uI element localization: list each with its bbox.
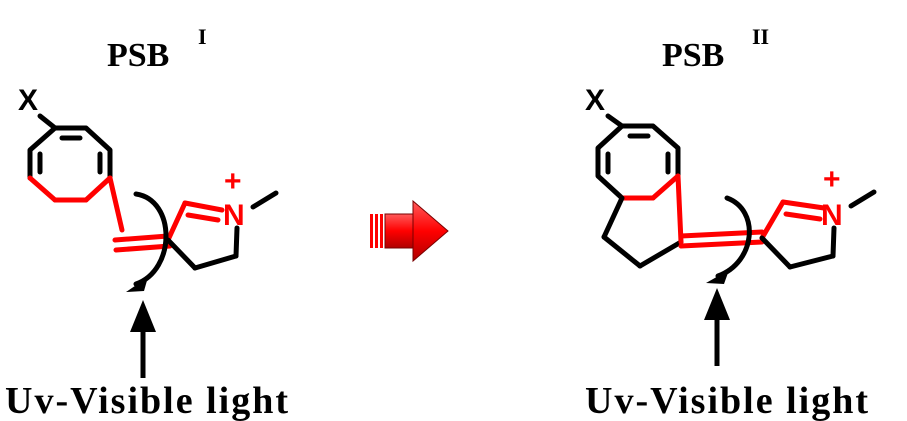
light-caption: Uv-Visible light: [585, 380, 870, 421]
conjugated-bridge: [107, 175, 173, 253]
substituent-bond: [605, 113, 625, 129]
indane-five-ring: [601, 173, 684, 269]
positive-charge: +: [823, 163, 841, 196]
light-arrow-head: [130, 300, 156, 332]
positive-charge: +: [224, 165, 242, 198]
rotation-arrow-head: [706, 270, 729, 284]
transform-arrow: [370, 199, 449, 263]
rotation-arrow: [133, 191, 169, 287]
benzene-ring: [595, 123, 681, 201]
light-arrow-head: [704, 288, 730, 320]
molecule-title: PSB: [107, 37, 169, 74]
molecule-superscript: I: [198, 24, 207, 49]
nitrogen-label: N: [223, 199, 245, 232]
molecule-psb-1: PSB I X N +: [5, 24, 290, 421]
rotation-arrow: [715, 195, 752, 279]
substituent-bond: [37, 113, 58, 131]
rotation-arrow-head: [126, 277, 148, 292]
molecule-title: PSB: [662, 37, 724, 74]
substituent-x-label: X: [18, 84, 38, 117]
nitrogen-label: N: [821, 199, 843, 232]
pyrroline-ring: [759, 189, 877, 270]
molecule-psb-2: PSB II X: [585, 24, 877, 421]
benzene-ring: [27, 125, 113, 203]
pyrroline-ring: [165, 190, 279, 271]
substituent-x-label: X: [585, 84, 605, 117]
molecule-superscript: II: [752, 24, 769, 49]
light-caption: Uv-Visible light: [5, 380, 290, 421]
